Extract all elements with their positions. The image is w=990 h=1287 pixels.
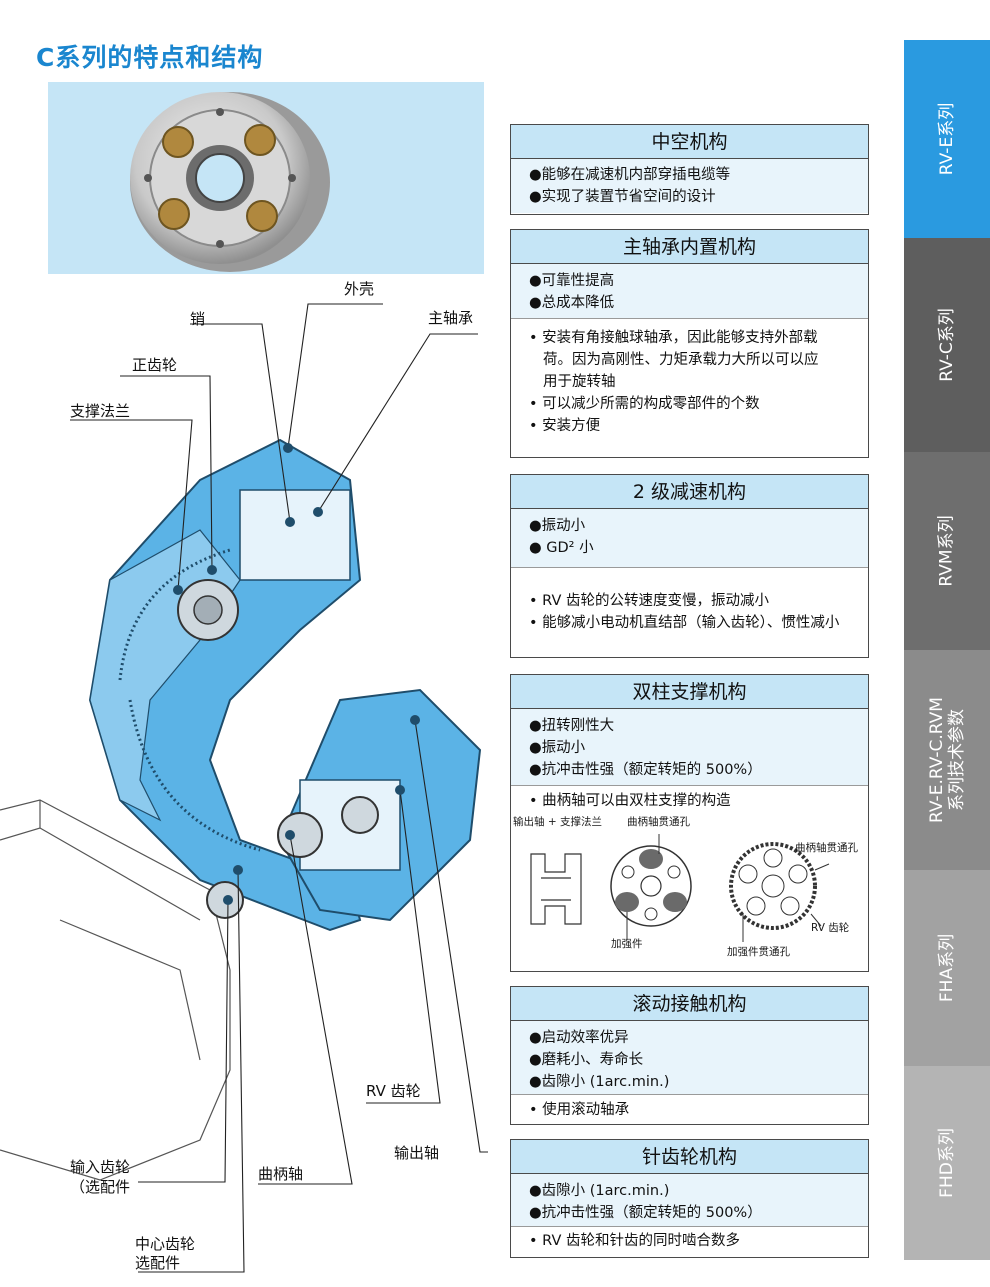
- feature-detail: • RV 齿轮和针齿的同时啮合数多: [529, 1233, 740, 1249]
- feature-point: ●总成本降低: [529, 295, 615, 311]
- feature-point: ●实现了装置节省空间的设计: [529, 189, 716, 205]
- feature-point: ●抗冲击性强（额定转矩的 500%）: [529, 1205, 762, 1221]
- fig-label-reinforcement-hole: 加强件贯通孔: [727, 946, 790, 958]
- label-input-gear: 输入齿轮: [70, 1158, 131, 1176]
- feature-detail: • 可以减少所需的构成零部件的个数: [529, 396, 760, 412]
- fig-label-rv-gear: RV 齿轮: [811, 922, 850, 934]
- feature-point: ●磨耗小、寿命长: [529, 1052, 644, 1068]
- feature-title: 滚动接触机构: [511, 987, 868, 1021]
- label-crankshaft: 曲柄轴: [258, 1165, 304, 1183]
- fig-label-crank-hole: 曲柄轴贯通孔: [627, 816, 690, 828]
- feature-point: ●能够在减速机内部穿插电缆等: [529, 167, 731, 183]
- feature-point: ●振动小: [529, 740, 586, 756]
- feature-built-in-bearing: 主轴承内置机构 ●可靠性提高 ●总成本降低 • 安装有角接触球轴承，因此能够支持…: [510, 229, 869, 458]
- label-support-flange: 支撑法兰: [70, 402, 131, 420]
- label-center-gear: 中心齿轮: [135, 1235, 196, 1253]
- fig-label-reinforcement: 加强件: [611, 938, 643, 950]
- feature-point: ●齿隙小 (1arc.min.): [529, 1074, 670, 1090]
- fig-label-output-flange: 输出轴 + 支撑法兰: [513, 816, 602, 828]
- tab-label-group: RV-E.RV-C.RVM 系列技术参数: [927, 697, 967, 823]
- feature-detail: • RV 齿轮的公转速度变慢，振动减小: [529, 593, 769, 609]
- feature-detail: 用于旋转轴: [543, 374, 616, 390]
- tab-label: FHD系列: [937, 1128, 957, 1198]
- label-pin: 销: [190, 310, 206, 328]
- cutaway-diagram: [0, 280, 500, 1287]
- tab-label: RV-C系列: [937, 308, 957, 382]
- tab-rvm-series[interactable]: RVM系列: [904, 452, 990, 650]
- feature-detail: • 曲柄轴可以由双柱支撑的构造: [529, 793, 731, 809]
- feature-title: 中空机构: [511, 125, 868, 159]
- feature-point: ●抗冲击性强（额定转矩的 500%）: [529, 762, 762, 778]
- feature-title: 2 级减速机构: [511, 475, 868, 509]
- feature-rolling-contact: 滚动接触机构 ●启动效率优异 ●磨耗小、寿命长 ●齿隙小 (1arc.min.)…: [510, 986, 869, 1125]
- feature-point: ●可靠性提高: [529, 273, 615, 289]
- tab-technical-params[interactable]: RV-E.RV-C.RVM 系列技术参数: [904, 650, 990, 870]
- tab-label-line2: 系列技术参数: [947, 709, 967, 811]
- tab-rv-c-series[interactable]: RV-C系列: [904, 238, 990, 452]
- feature-point: ●启动效率优异: [529, 1030, 629, 1046]
- feature-title: 主轴承内置机构: [511, 230, 868, 264]
- label-input-gear-note: （选配件: [70, 1178, 131, 1196]
- dual-support-figure: [530, 834, 830, 942]
- feature-two-stage-reduction: 2 级减速机构 ●振动小 ● GD² 小 • RV 齿轮的公转速度变慢，振动减小…: [510, 474, 869, 658]
- feature-point: ●齿隙小 (1arc.min.): [529, 1183, 670, 1199]
- feature-detail: • 安装有角接触球轴承，因此能够支持外部载: [529, 330, 818, 346]
- tab-label: RVM系列: [937, 515, 957, 587]
- page-title: C系列的特点和结构: [36, 43, 264, 72]
- feature-point: ● GD² 小: [529, 540, 594, 556]
- label-center-gear-note: 选配件: [135, 1254, 181, 1272]
- label-spur-gear: 正齿轮: [132, 356, 178, 374]
- feature-title: 双柱支撑机构: [511, 675, 868, 709]
- feature-detail: • 能够减小电动机直结部（输入齿轮）、惯性减小: [529, 615, 840, 631]
- feature-detail: • 安装方便: [529, 418, 601, 434]
- feature-pin-gear: 针齿轮机构 ●齿隙小 (1arc.min.) ●抗冲击性强（额定转矩的 500%…: [510, 1139, 869, 1258]
- label-main-bearing: 主轴承: [428, 309, 474, 327]
- tab-rv-e-series[interactable]: RV-E系列: [904, 40, 990, 238]
- tab-fhd-series[interactable]: FHD系列: [904, 1066, 990, 1260]
- feature-title: 针齿轮机构: [511, 1140, 868, 1174]
- label-shell: 外壳: [344, 280, 375, 298]
- feature-hollow-structure: 中空机构 ●能够在减速机内部穿插电缆等 ●实现了装置节省空间的设计: [510, 124, 869, 215]
- reducer-photo-illustration: [130, 92, 330, 272]
- tab-label: RV-E系列: [937, 102, 957, 176]
- tab-fha-series[interactable]: FHA系列: [904, 870, 990, 1066]
- feature-detail: • 使用滚动轴承: [529, 1102, 630, 1118]
- reducer-cutaway-illustration: [0, 303, 488, 1273]
- label-output-shaft: 输出轴: [394, 1144, 440, 1162]
- feature-detail: 荷。因为高刚性、力矩承载力大所以可以应: [543, 352, 819, 368]
- feature-point: ●扭转刚性大: [529, 718, 615, 734]
- fig-label-crank-hole-right: 曲柄轴贯通孔: [795, 842, 858, 854]
- feature-dual-support: 双柱支撑机构 ●扭转刚性大 ●振动小 ●抗冲击性强（额定转矩的 500%） • …: [510, 674, 869, 972]
- tab-label: RV-E.RV-C.RVM: [927, 697, 947, 823]
- feature-point: ●振动小: [529, 518, 586, 534]
- tab-label: FHA系列: [936, 933, 957, 1003]
- label-rv-gear: RV 齿轮: [366, 1082, 421, 1100]
- product-photo: [48, 82, 484, 274]
